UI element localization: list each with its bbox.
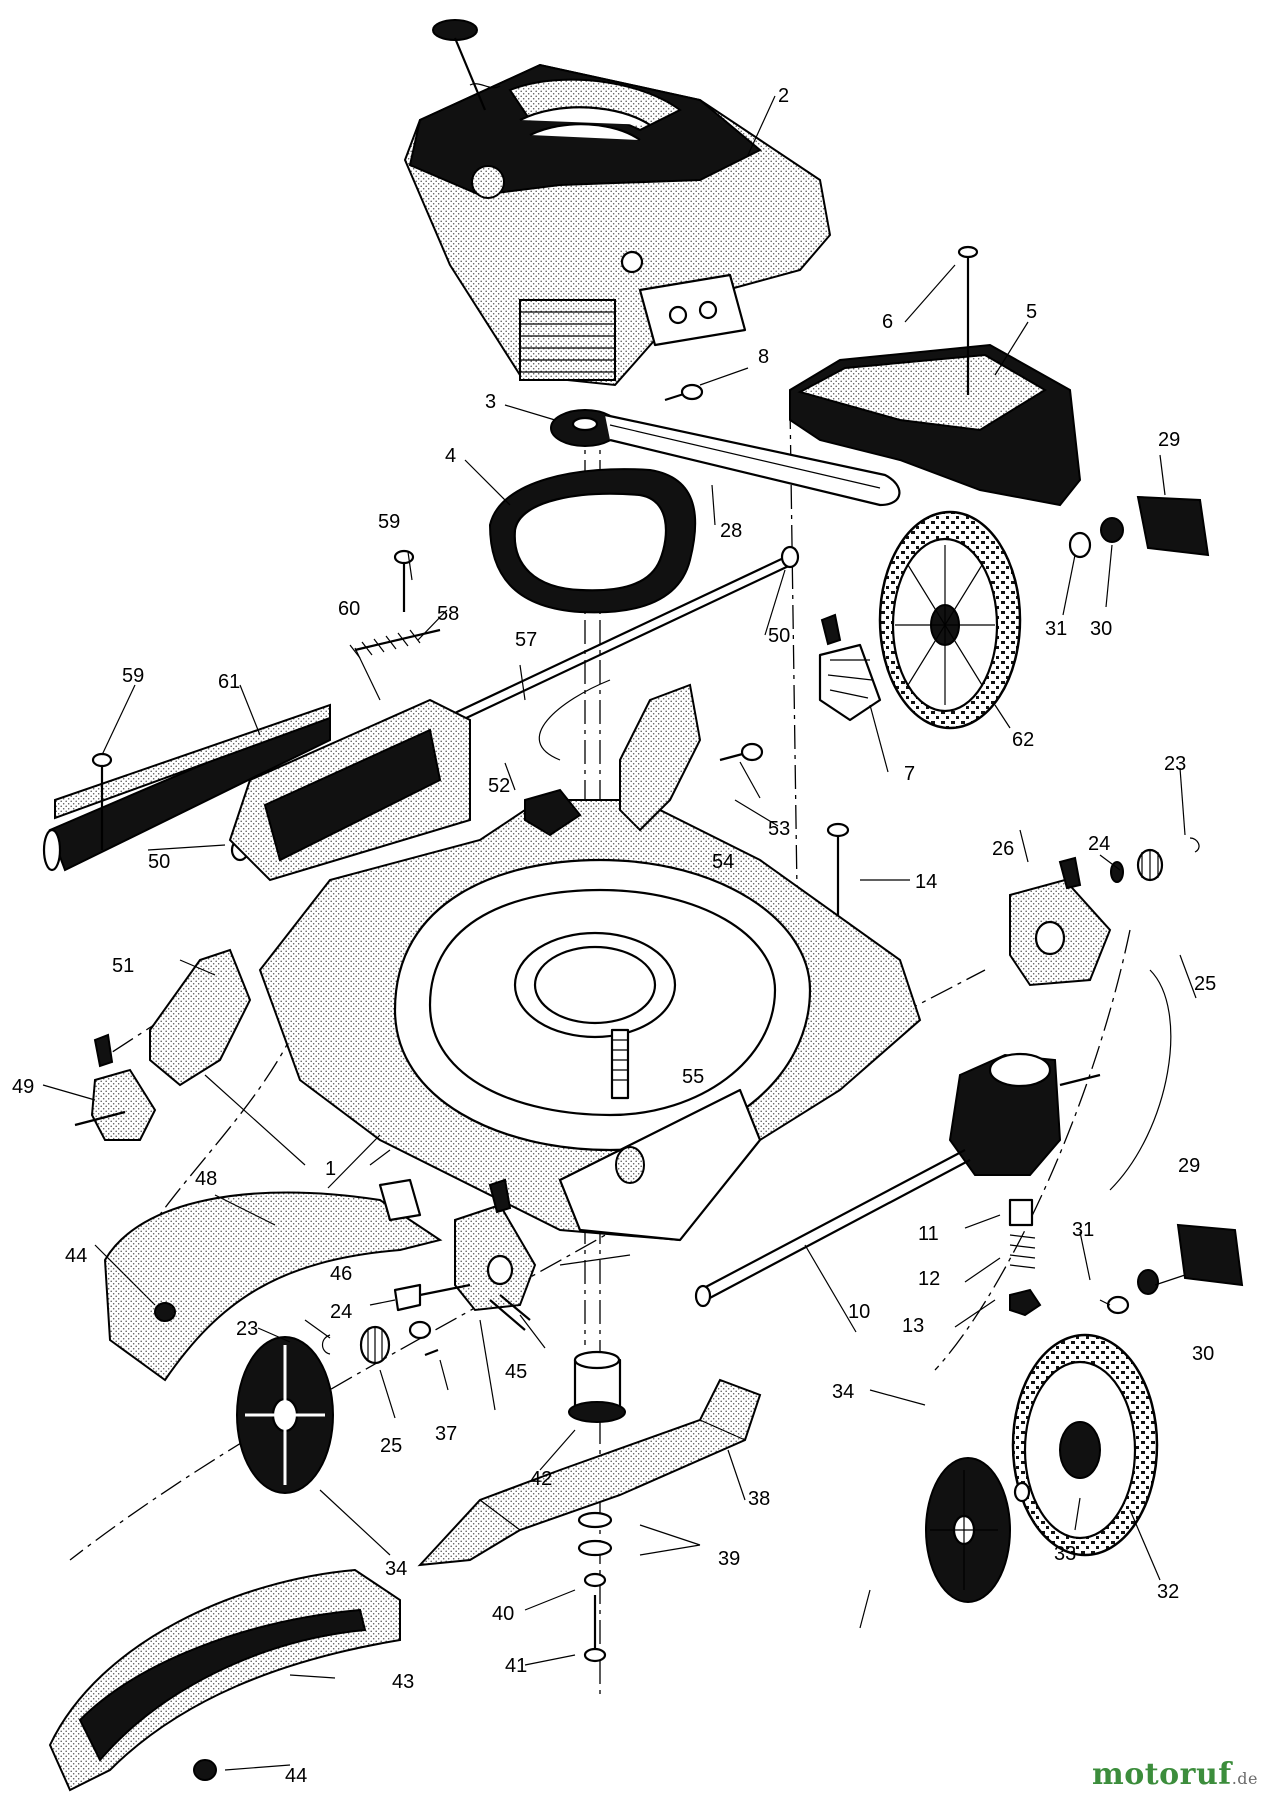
callout-31-lower: 31: [1072, 1219, 1094, 1241]
engine: [403, 19, 832, 387]
callout-44-bottom: 44: [285, 1765, 307, 1787]
drive-gearbox: [694, 1052, 1101, 1317]
callout-7: 7: [904, 763, 915, 785]
callout-11: 11: [918, 1223, 939, 1245]
callout-41: 41: [505, 1655, 527, 1677]
callout-51: 51: [112, 955, 134, 977]
callout-10: 10: [848, 1301, 870, 1323]
callout-61: 61: [218, 671, 240, 693]
callout-32: 32: [1157, 1581, 1179, 1603]
side-bracket-right: [619, 683, 702, 832]
side-flap-43: [48, 1568, 401, 1792]
callout-30-upper: 30: [1090, 618, 1112, 640]
height-adjuster-rear-right: [1009, 837, 1200, 987]
callout-13: 13: [902, 1315, 924, 1337]
watermark-name: motoruf: [1092, 1757, 1232, 1792]
rear-flap-bar: [42, 703, 331, 872]
callout-26: 26: [992, 838, 1014, 860]
height-adjuster-upper: [818, 613, 882, 722]
callout-59-upper: 59: [378, 511, 400, 533]
callout-33: 33: [1054, 1543, 1076, 1565]
blade-fasteners: [577, 1511, 613, 1663]
callout-43: 43: [392, 1671, 414, 1693]
callout-1: 1: [325, 1158, 336, 1180]
callout-labels: 2 3 4 28 8 6 5 29 31 30 62 7 53 54 50 52…: [12, 85, 1216, 1787]
callout-34-right: 34: [832, 1381, 854, 1403]
blade-adapter: [568, 1350, 626, 1423]
callout-23-right: 23: [1164, 753, 1186, 775]
cutting-blade: [417, 1378, 762, 1567]
callout-44-left: 44: [65, 1245, 87, 1267]
bolt-14: [826, 822, 850, 915]
height-adjuster-front-left: [321, 1178, 537, 1365]
belt-cover: [664, 245, 1082, 507]
callout-24-right: 24: [1088, 833, 1110, 855]
callout-54: 54: [712, 851, 734, 873]
side-flap-48: [103, 1178, 443, 1382]
callout-3: 3: [485, 391, 496, 413]
leader-lines: [42, 95, 1197, 1771]
callout-59-left: 59: [122, 665, 144, 687]
callout-48: 48: [195, 1168, 217, 1190]
callout-45: 45: [505, 1361, 527, 1383]
deck-bolt: [524, 788, 630, 1100]
callout-40: 40: [492, 1603, 514, 1625]
callout-29-upper: 29: [1158, 429, 1180, 451]
callout-49: 49: [12, 1076, 34, 1098]
callout-4: 4: [445, 445, 456, 467]
callout-12: 12: [918, 1268, 940, 1290]
callout-50-left: 50: [148, 851, 170, 873]
callout-29-lower: 29: [1178, 1155, 1200, 1177]
height-adjuster-left: [74, 1033, 157, 1141]
callout-58: 58: [437, 603, 459, 625]
watermark-logo: motoruf.de: [1092, 1757, 1258, 1792]
callout-50-upper: 50: [768, 625, 790, 647]
callout-23-left: 23: [236, 1318, 258, 1340]
callout-24-left: 24: [330, 1301, 352, 1323]
callout-60: 60: [338, 598, 360, 620]
callout-62: 62: [1012, 729, 1034, 751]
callout-38: 38: [748, 1488, 770, 1510]
callout-2: 2: [778, 85, 789, 107]
callout-55: 55: [682, 1066, 704, 1088]
callout-42: 42: [530, 1468, 552, 1490]
watermark-tld: .de: [1231, 1769, 1258, 1788]
side-bracket-left: [149, 948, 252, 1087]
rear-wheel-upper: [878, 510, 1124, 730]
callout-46: 46: [330, 1263, 352, 1285]
callout-25-left: 25: [380, 1435, 402, 1457]
callout-34-left: 34: [385, 1558, 407, 1580]
clip-part-29: [1136, 495, 1244, 1287]
callout-31-upper: 31: [1045, 618, 1067, 640]
callout-52: 52: [488, 775, 510, 797]
callout-25-right: 25: [1194, 973, 1216, 995]
callout-14: 14: [915, 871, 937, 893]
rear-wheel-lower: [925, 1269, 1159, 1603]
pulley-and-belt: [550, 409, 901, 507]
callout-57: 57: [515, 629, 537, 651]
callout-28: 28: [720, 520, 742, 542]
bolt-53: [719, 742, 764, 762]
belt-guard-ring: [488, 468, 697, 614]
callout-39: 39: [718, 1548, 740, 1570]
callout-30-lower: 30: [1192, 1343, 1214, 1365]
callout-37: 37: [435, 1423, 457, 1445]
mower-deck: [258, 799, 922, 1242]
rear-deflector: [228, 549, 471, 882]
callout-5: 5: [1026, 301, 1037, 323]
callout-8: 8: [758, 346, 769, 368]
front-wheel-hubcap: [236, 1336, 334, 1494]
callout-53: 53: [768, 818, 790, 840]
callout-6: 6: [882, 311, 893, 333]
